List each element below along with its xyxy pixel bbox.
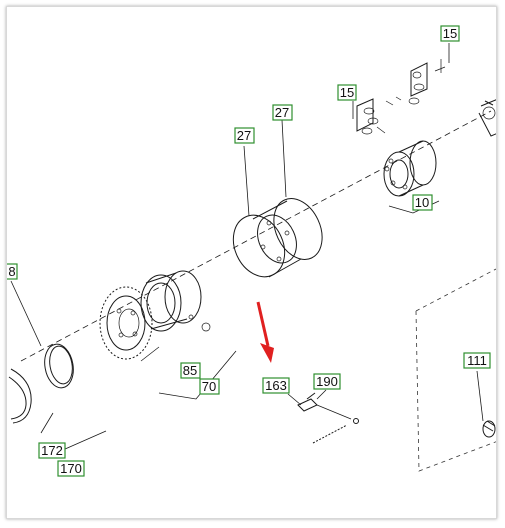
callout-27-right[interactable]: 27 xyxy=(272,104,293,121)
callout-170[interactable]: 170 xyxy=(57,460,85,477)
toothed-ring-part xyxy=(99,286,160,362)
seal-rings-27 xyxy=(232,119,323,278)
snap-rings-left xyxy=(8,280,107,454)
callout-15-top[interactable]: 15 xyxy=(440,25,460,42)
svg-text:172: 172 xyxy=(41,443,63,458)
callout-172[interactable]: 172 xyxy=(38,442,66,459)
callout-190[interactable]: 190 xyxy=(313,373,341,390)
svg-text:27: 27 xyxy=(275,105,289,120)
svg-text:163: 163 xyxy=(265,378,287,393)
callout-85[interactable]: 85 xyxy=(180,362,201,379)
hardware-cluster-15-top xyxy=(408,43,450,105)
callout-70[interactable]: 70 xyxy=(199,378,220,395)
callout-111[interactable]: 111 xyxy=(463,352,491,369)
svg-text:8: 8 xyxy=(8,264,15,279)
red-arrow-icon xyxy=(256,301,274,363)
hardware-cluster-15-mid xyxy=(352,96,402,135)
main-axis-line xyxy=(20,110,492,362)
svg-text:15: 15 xyxy=(443,26,457,41)
bearing-part-10 xyxy=(383,140,440,214)
svg-text:70: 70 xyxy=(202,379,216,394)
svg-text:27: 27 xyxy=(237,128,251,143)
callout-10[interactable]: 10 xyxy=(412,194,433,211)
pin-assembly-163-190 xyxy=(287,389,359,444)
svg-text:15: 15 xyxy=(340,85,354,100)
callout-163[interactable]: 163 xyxy=(262,377,290,394)
svg-text:10: 10 xyxy=(415,195,429,210)
svg-text:111: 111 xyxy=(467,353,487,368)
svg-text:190: 190 xyxy=(316,374,338,389)
svg-text:170: 170 xyxy=(60,461,82,476)
exploded-parts-diagram: 15 15 27 27 10 8 85 70 163 190 111 xyxy=(7,25,496,477)
right-housing-part xyxy=(478,99,496,137)
svg-text:85: 85 xyxy=(183,363,197,378)
callout-8[interactable]: 8 xyxy=(7,263,18,280)
clip-part-111 xyxy=(476,370,496,438)
subassembly-boundary xyxy=(415,268,496,472)
housing-cylinder-70 xyxy=(140,270,237,400)
callout-27-left[interactable]: 27 xyxy=(234,127,255,144)
callout-15-mid[interactable]: 15 xyxy=(337,84,357,101)
parts-diagram-frame: 15 15 27 27 10 8 85 70 163 190 111 xyxy=(6,6,497,519)
